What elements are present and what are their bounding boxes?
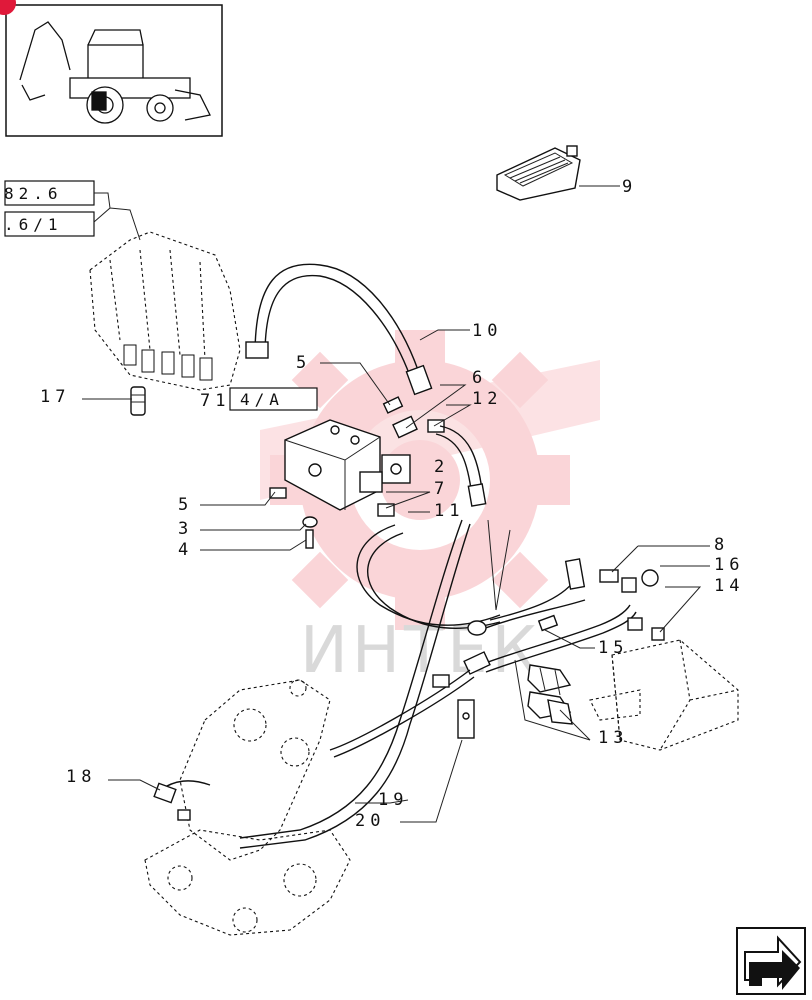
fitting-16-a xyxy=(621,577,637,593)
valve-body xyxy=(284,419,411,511)
fitting-6 xyxy=(392,415,418,439)
callout-7: 7 xyxy=(434,479,449,499)
fitting-17 xyxy=(130,386,146,416)
svg-text:82.6: 82.6 xyxy=(4,184,63,203)
mounting-box xyxy=(589,639,739,751)
control-valve-block xyxy=(89,231,241,391)
ref-box-4-a[interactable]: 4/A xyxy=(229,387,318,411)
fitting-5-lower xyxy=(269,487,287,499)
callout-2: 2 xyxy=(434,457,449,477)
fitting-16 xyxy=(641,569,659,587)
callout-5-lower: 5 xyxy=(178,495,193,515)
callout-13: 13 xyxy=(598,728,628,748)
leader-lines xyxy=(82,185,710,823)
callout-19: 19 xyxy=(378,790,408,810)
hose-19 xyxy=(239,519,463,839)
ref-box-6-1[interactable]: .6/1 xyxy=(4,211,95,237)
hose-20 xyxy=(329,669,471,751)
boom-pivot xyxy=(144,679,351,936)
svg-text:4/A: 4/A xyxy=(240,390,284,409)
hose-11-left-inner xyxy=(367,532,501,629)
callout-16: 16 xyxy=(714,555,744,575)
bolt-4 xyxy=(305,529,314,549)
fitting-14-hose-end xyxy=(627,617,643,631)
hose-20-fitting xyxy=(463,651,491,675)
svg-text:.6/1: .6/1 xyxy=(4,215,63,234)
hose-10-inner xyxy=(264,274,411,377)
ref-box-82-6[interactable]: 82.6 xyxy=(4,180,95,206)
hose-12-fitting xyxy=(467,483,487,507)
machine-thumbnail-icon xyxy=(19,21,211,124)
fitting-8-elbow xyxy=(564,558,586,590)
clamp-halves-13 xyxy=(527,664,573,725)
hose-10-fitting xyxy=(405,364,433,396)
callout-11: 11 xyxy=(434,501,464,521)
callout-8: 8 xyxy=(714,535,729,555)
callout-71: 71 xyxy=(200,391,230,411)
watermark-text: ИНТЕК xyxy=(300,614,541,688)
callout-4: 4 xyxy=(178,540,193,560)
hose-15-b xyxy=(479,604,631,666)
callout-3: 3 xyxy=(178,519,193,539)
ref-leader xyxy=(93,192,141,241)
hose-19-inner xyxy=(239,523,471,849)
machine-thumbnail xyxy=(0,0,223,137)
callout-6: 6 xyxy=(472,368,487,388)
fitting-8 xyxy=(599,569,619,583)
callout-20: 20 xyxy=(355,811,385,831)
hose-15-a xyxy=(479,599,586,631)
callout-14: 14 xyxy=(714,576,744,596)
hose-10-end xyxy=(245,341,269,359)
callout-12: 12 xyxy=(472,389,502,409)
foot-pedal-9 xyxy=(496,145,581,201)
callout-5-upper: 5 xyxy=(296,353,311,373)
hose-11-left xyxy=(356,524,501,626)
corner-badge xyxy=(0,0,16,15)
next-page-button[interactable] xyxy=(736,927,806,995)
hose-18-fitting xyxy=(153,782,177,804)
next-page-arrow-icon xyxy=(744,935,802,990)
hose-12 xyxy=(439,425,483,491)
hose-20-inner xyxy=(333,676,475,758)
fitting-18-end xyxy=(177,809,191,821)
callout-17: 17 xyxy=(40,387,70,407)
hose-10 xyxy=(254,263,419,371)
callout-9: 9 xyxy=(622,177,637,197)
clamp-15 xyxy=(467,614,559,636)
callout-15: 15 xyxy=(598,638,628,658)
callout-18: 18 xyxy=(66,767,96,787)
fitting-5-upper xyxy=(382,396,404,414)
callout-10: 10 xyxy=(472,321,502,341)
washer-3 xyxy=(302,516,318,528)
fitting-20 xyxy=(432,674,450,688)
